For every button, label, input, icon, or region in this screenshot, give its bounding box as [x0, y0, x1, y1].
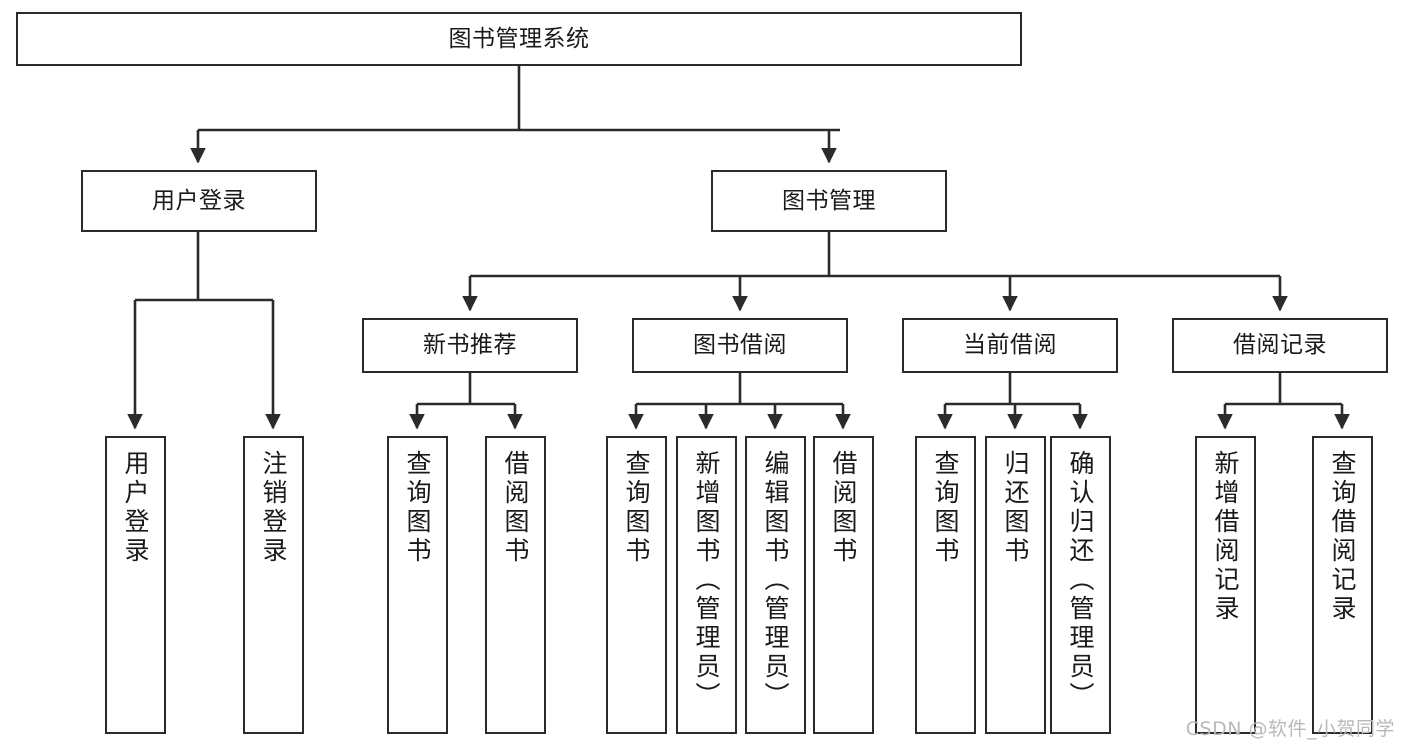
node-book-borrow[interactable]: 图书借阅: [632, 318, 848, 373]
leaf-current-borrow-confirm[interactable]: 确认归还（管理员）: [1050, 436, 1111, 734]
node-book-borrow-label: 图书借阅: [693, 332, 787, 359]
node-book-management[interactable]: 图书管理: [711, 170, 947, 232]
leaf-current-borrow-return[interactable]: 归还图书: [985, 436, 1046, 734]
leaf-book-borrow-borrow[interactable]: 借阅图书: [813, 436, 874, 734]
node-root[interactable]: 图书管理系统: [16, 12, 1022, 66]
leaf-book-borrow-add-label: 新增图书（管理员）: [692, 450, 721, 711]
node-user-login[interactable]: 用户登录: [81, 170, 317, 232]
leaf-borrow-record-query-label: 查询借阅记录: [1328, 450, 1357, 624]
node-current-borrow-label: 当前借阅: [963, 332, 1057, 359]
node-current-borrow[interactable]: 当前借阅: [902, 318, 1118, 373]
leaf-user-login-signin-label: 用户登录: [121, 450, 150, 566]
leaf-book-borrow-edit[interactable]: 编辑图书（管理员）: [745, 436, 806, 734]
node-borrow-record-label: 借阅记录: [1233, 332, 1327, 359]
node-user-login-label: 用户登录: [152, 187, 246, 214]
node-new-book-recommend[interactable]: 新书推荐: [362, 318, 578, 373]
leaf-borrow-record-query[interactable]: 查询借阅记录: [1312, 436, 1373, 734]
leaf-book-borrow-add[interactable]: 新增图书（管理员）: [676, 436, 737, 734]
node-borrow-record[interactable]: 借阅记录: [1172, 318, 1388, 373]
leaf-current-borrow-query[interactable]: 查询图书: [915, 436, 976, 734]
node-root-label: 图书管理系统: [448, 25, 590, 52]
node-new-book-recommend-label: 新书推荐: [423, 332, 517, 359]
leaf-borrow-record-add[interactable]: 新增借阅记录: [1195, 436, 1256, 734]
leaf-book-borrow-edit-label: 编辑图书（管理员）: [761, 450, 790, 711]
leaf-user-login-signout-label: 注销登录: [259, 450, 288, 566]
leaf-current-borrow-query-label: 查询图书: [931, 450, 960, 566]
leaf-new-book-query-label: 查询图书: [403, 450, 432, 566]
leaf-book-borrow-query[interactable]: 查询图书: [606, 436, 667, 734]
leaf-new-book-borrow[interactable]: 借阅图书: [485, 436, 546, 734]
leaf-current-borrow-confirm-label: 确认归还（管理员）: [1066, 450, 1095, 711]
node-book-management-label: 图书管理: [782, 187, 876, 214]
leaf-borrow-record-add-label: 新增借阅记录: [1211, 450, 1240, 624]
leaf-user-login-signin[interactable]: 用户登录: [105, 436, 166, 734]
leaf-current-borrow-return-label: 归还图书: [1001, 450, 1030, 566]
leaf-new-book-borrow-label: 借阅图书: [501, 450, 530, 566]
leaf-user-login-signout[interactable]: 注销登录: [243, 436, 304, 734]
leaf-book-borrow-query-label: 查询图书: [622, 450, 651, 566]
leaf-book-borrow-borrow-label: 借阅图书: [829, 450, 858, 566]
leaf-new-book-query[interactable]: 查询图书: [387, 436, 448, 734]
